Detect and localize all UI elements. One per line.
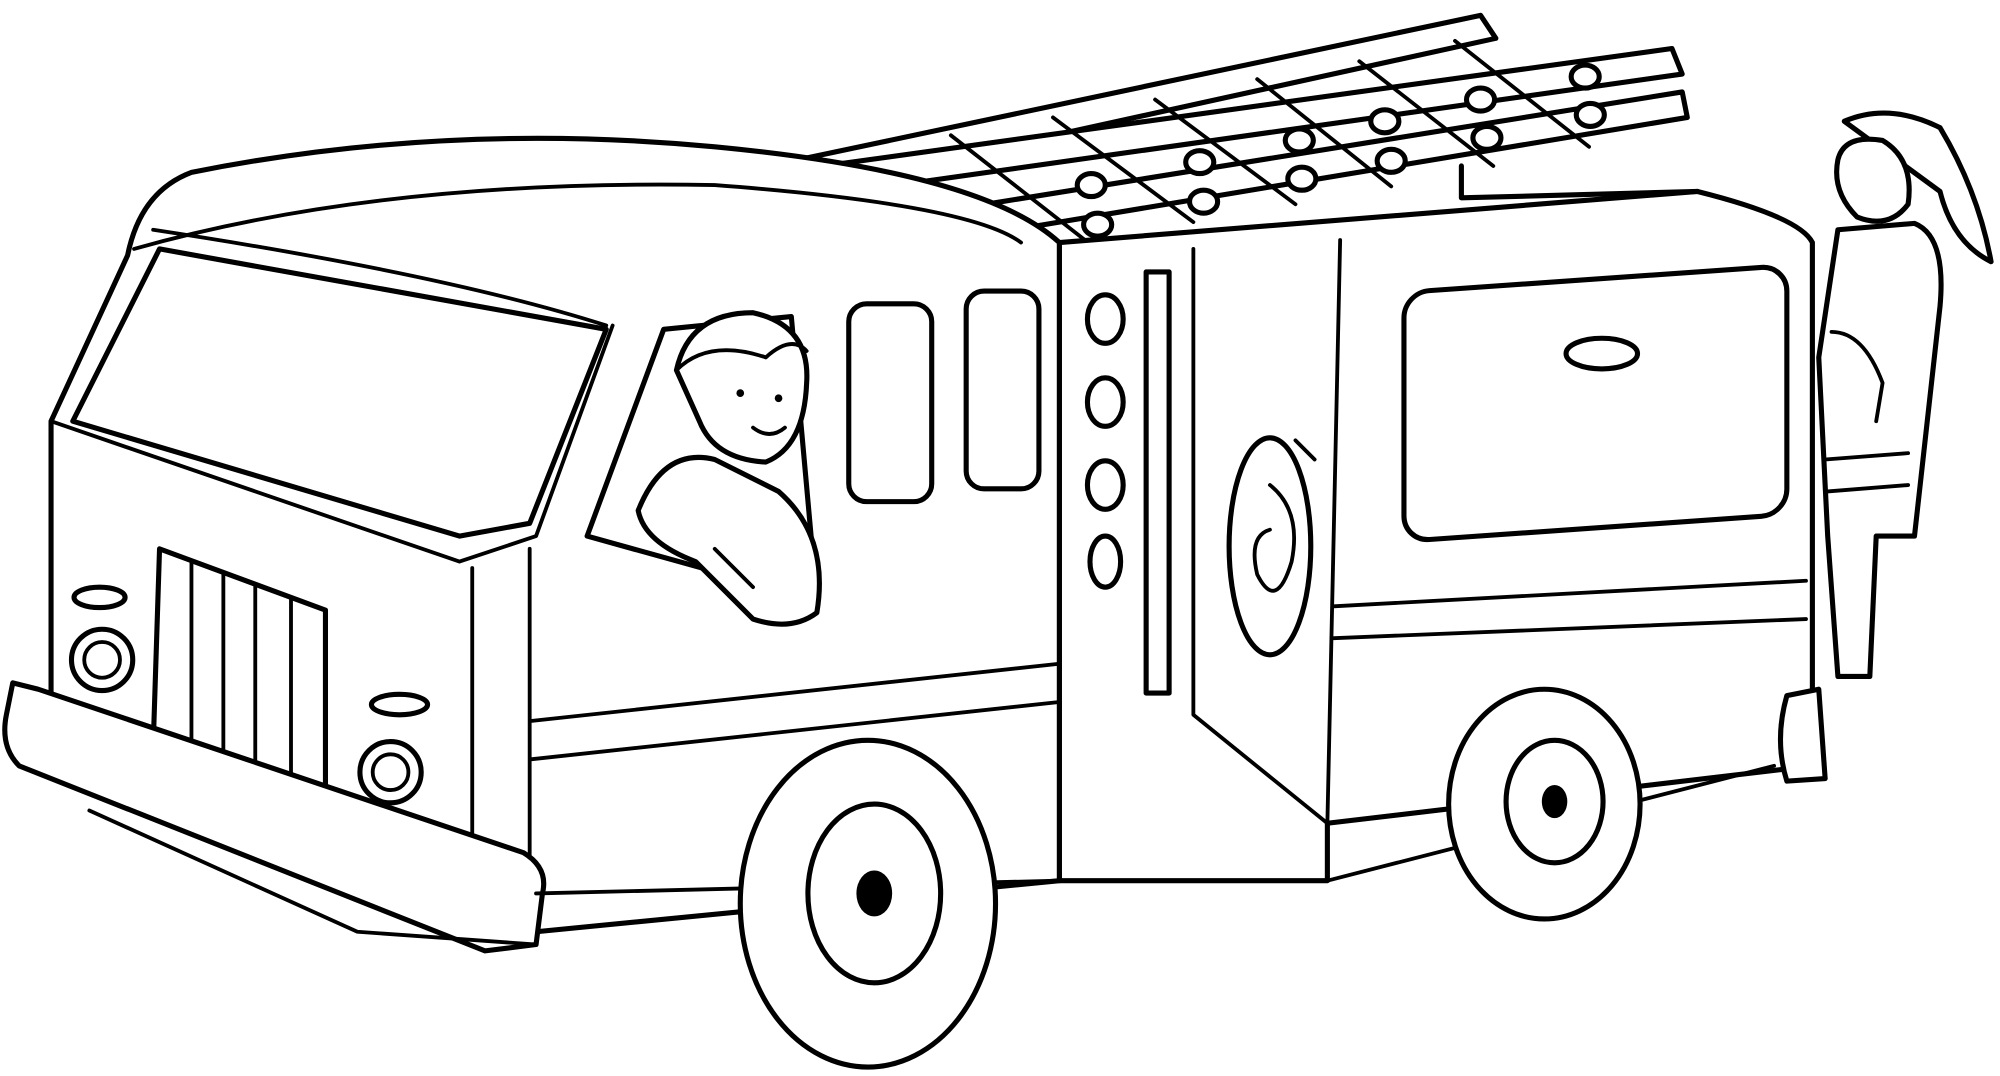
rear-wheel: [1446, 686, 1643, 922]
marker-light-right: [368, 691, 431, 718]
front-wheel: [737, 737, 999, 1070]
standing-firefighter: [1777, 110, 1994, 784]
side-bar: [1143, 269, 1172, 696]
side-compartment-window: [1401, 264, 1790, 543]
cab-window-1: [846, 301, 935, 505]
ladder-rungs: [1074, 62, 1607, 239]
ladder: [778, 12, 1690, 242]
driver-firefighter: [635, 310, 822, 627]
headlight-left: [68, 626, 136, 694]
hose-reel-icon: [1226, 435, 1317, 658]
truck-rear-body: [1056, 163, 1815, 884]
side-lights: [1084, 292, 1126, 590]
windshield: [70, 246, 609, 539]
headlight-right: [357, 739, 424, 806]
door-handle: [1563, 335, 1641, 372]
marker-light-left: [71, 584, 128, 611]
cab-window-2: [963, 288, 1042, 492]
